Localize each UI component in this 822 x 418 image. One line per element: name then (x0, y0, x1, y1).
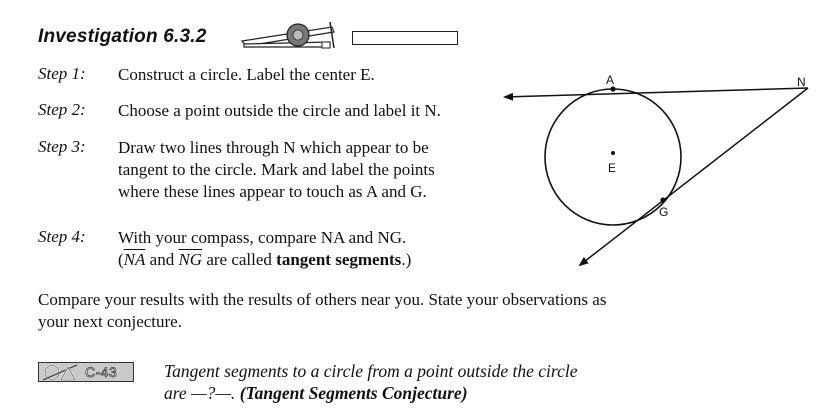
step-3-text-line-3: where these lines appear to touch as A a… (118, 182, 427, 201)
step-4-label: Step 4: (38, 227, 86, 246)
label-a: A (606, 73, 614, 87)
point-a (610, 86, 616, 92)
tangent-segments-term: tangent segments (276, 250, 402, 269)
segment-na: NA (123, 250, 146, 269)
step-2-text: Choose a point outside the circle and la… (118, 101, 441, 120)
step-3-text-line-2: tangent to the circle. Mark and label th… (118, 160, 435, 179)
label-e: E (608, 161, 616, 175)
conjecture-icon (42, 364, 78, 381)
segment-ng: NG (178, 250, 203, 269)
tangent-line-na (503, 87, 809, 101)
step-2-label: Step 2: (38, 100, 86, 119)
blank-answer-box (352, 31, 458, 45)
conjecture-badge: C-43 (38, 362, 134, 382)
instructions-line-2: your next conjecture. (38, 312, 182, 331)
conjecture-text-line-2: are —?—. (Tangent Segments Conjecture) (164, 383, 468, 403)
label-g: G (659, 205, 668, 219)
conjecture-text-line-1: Tangent segments to a circle from a poin… (164, 361, 578, 381)
tangent-line-ng (578, 87, 809, 267)
step-3-label: Step 3: (38, 137, 86, 156)
center-point-e (611, 151, 615, 155)
investigation-heading: Investigation 6.3.2 (38, 26, 207, 47)
step-1-label: Step 1: (38, 64, 86, 83)
step-4-text-line-2: (NA and NG are called tangent segments.) (118, 250, 412, 269)
conjecture-name: (Tangent Segments Conjecture) (239, 383, 468, 403)
step-4-text-line-1: With your compass, compare NA and NG. (118, 228, 407, 247)
conjecture-id: C-43 (85, 364, 118, 381)
step-3-text-line-1: Draw two lines through N which appear to… (118, 138, 429, 157)
label-n: N (797, 75, 806, 89)
instructions-line-1: Compare your results with the results of… (38, 290, 607, 309)
point-g (660, 197, 666, 203)
step-1-text: Construct a circle. Label the center E. (118, 65, 375, 84)
compass-tool-icon (240, 21, 335, 49)
